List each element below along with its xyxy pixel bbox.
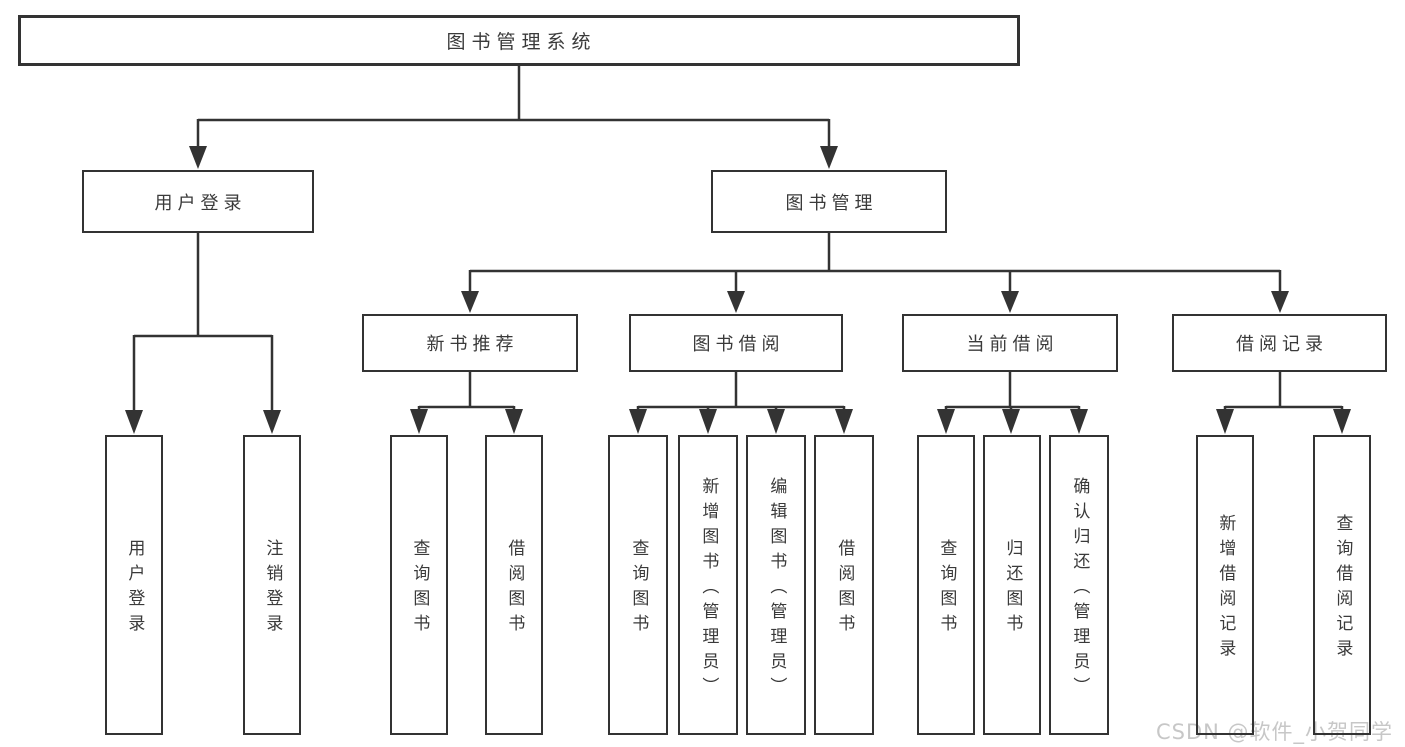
leaf-return-books: 归还图书 — [983, 435, 1041, 735]
node-current-borrow: 当前借阅 — [902, 314, 1118, 372]
node-book-borrow: 图书借阅 — [629, 314, 843, 372]
leaf-borrow-books-recommend: 借阅图书 — [485, 435, 543, 735]
node-root: 图书管理系统 — [18, 15, 1020, 66]
leaf-logout: 注销登录 — [243, 435, 301, 735]
node-borrow-records: 借阅记录 — [1172, 314, 1387, 372]
leaf-edit-book-admin: 编辑图书（管理员） — [746, 435, 806, 735]
leaf-query-books-recommend: 查询图书 — [390, 435, 448, 735]
node-new-book-recommend: 新书推荐 — [362, 314, 578, 372]
leaf-query-books-borrow: 查询图书 — [608, 435, 668, 735]
leaf-add-borrow-record: 新增借阅记录 — [1196, 435, 1254, 735]
leaf-query-borrow-record: 查询借阅记录 — [1313, 435, 1371, 735]
leaf-confirm-return-admin: 确认归还（管理员） — [1049, 435, 1109, 735]
leaf-query-books-current: 查询图书 — [917, 435, 975, 735]
csdn-watermark: CSDN @软件_小贺同学 — [1156, 720, 1394, 744]
node-book-management: 图书管理 — [711, 170, 947, 233]
leaf-borrow-books: 借阅图书 — [814, 435, 874, 735]
leaf-add-book-admin: 新增图书（管理员） — [678, 435, 738, 735]
node-user-login: 用户登录 — [82, 170, 314, 233]
leaf-user-login: 用户登录 — [105, 435, 163, 735]
